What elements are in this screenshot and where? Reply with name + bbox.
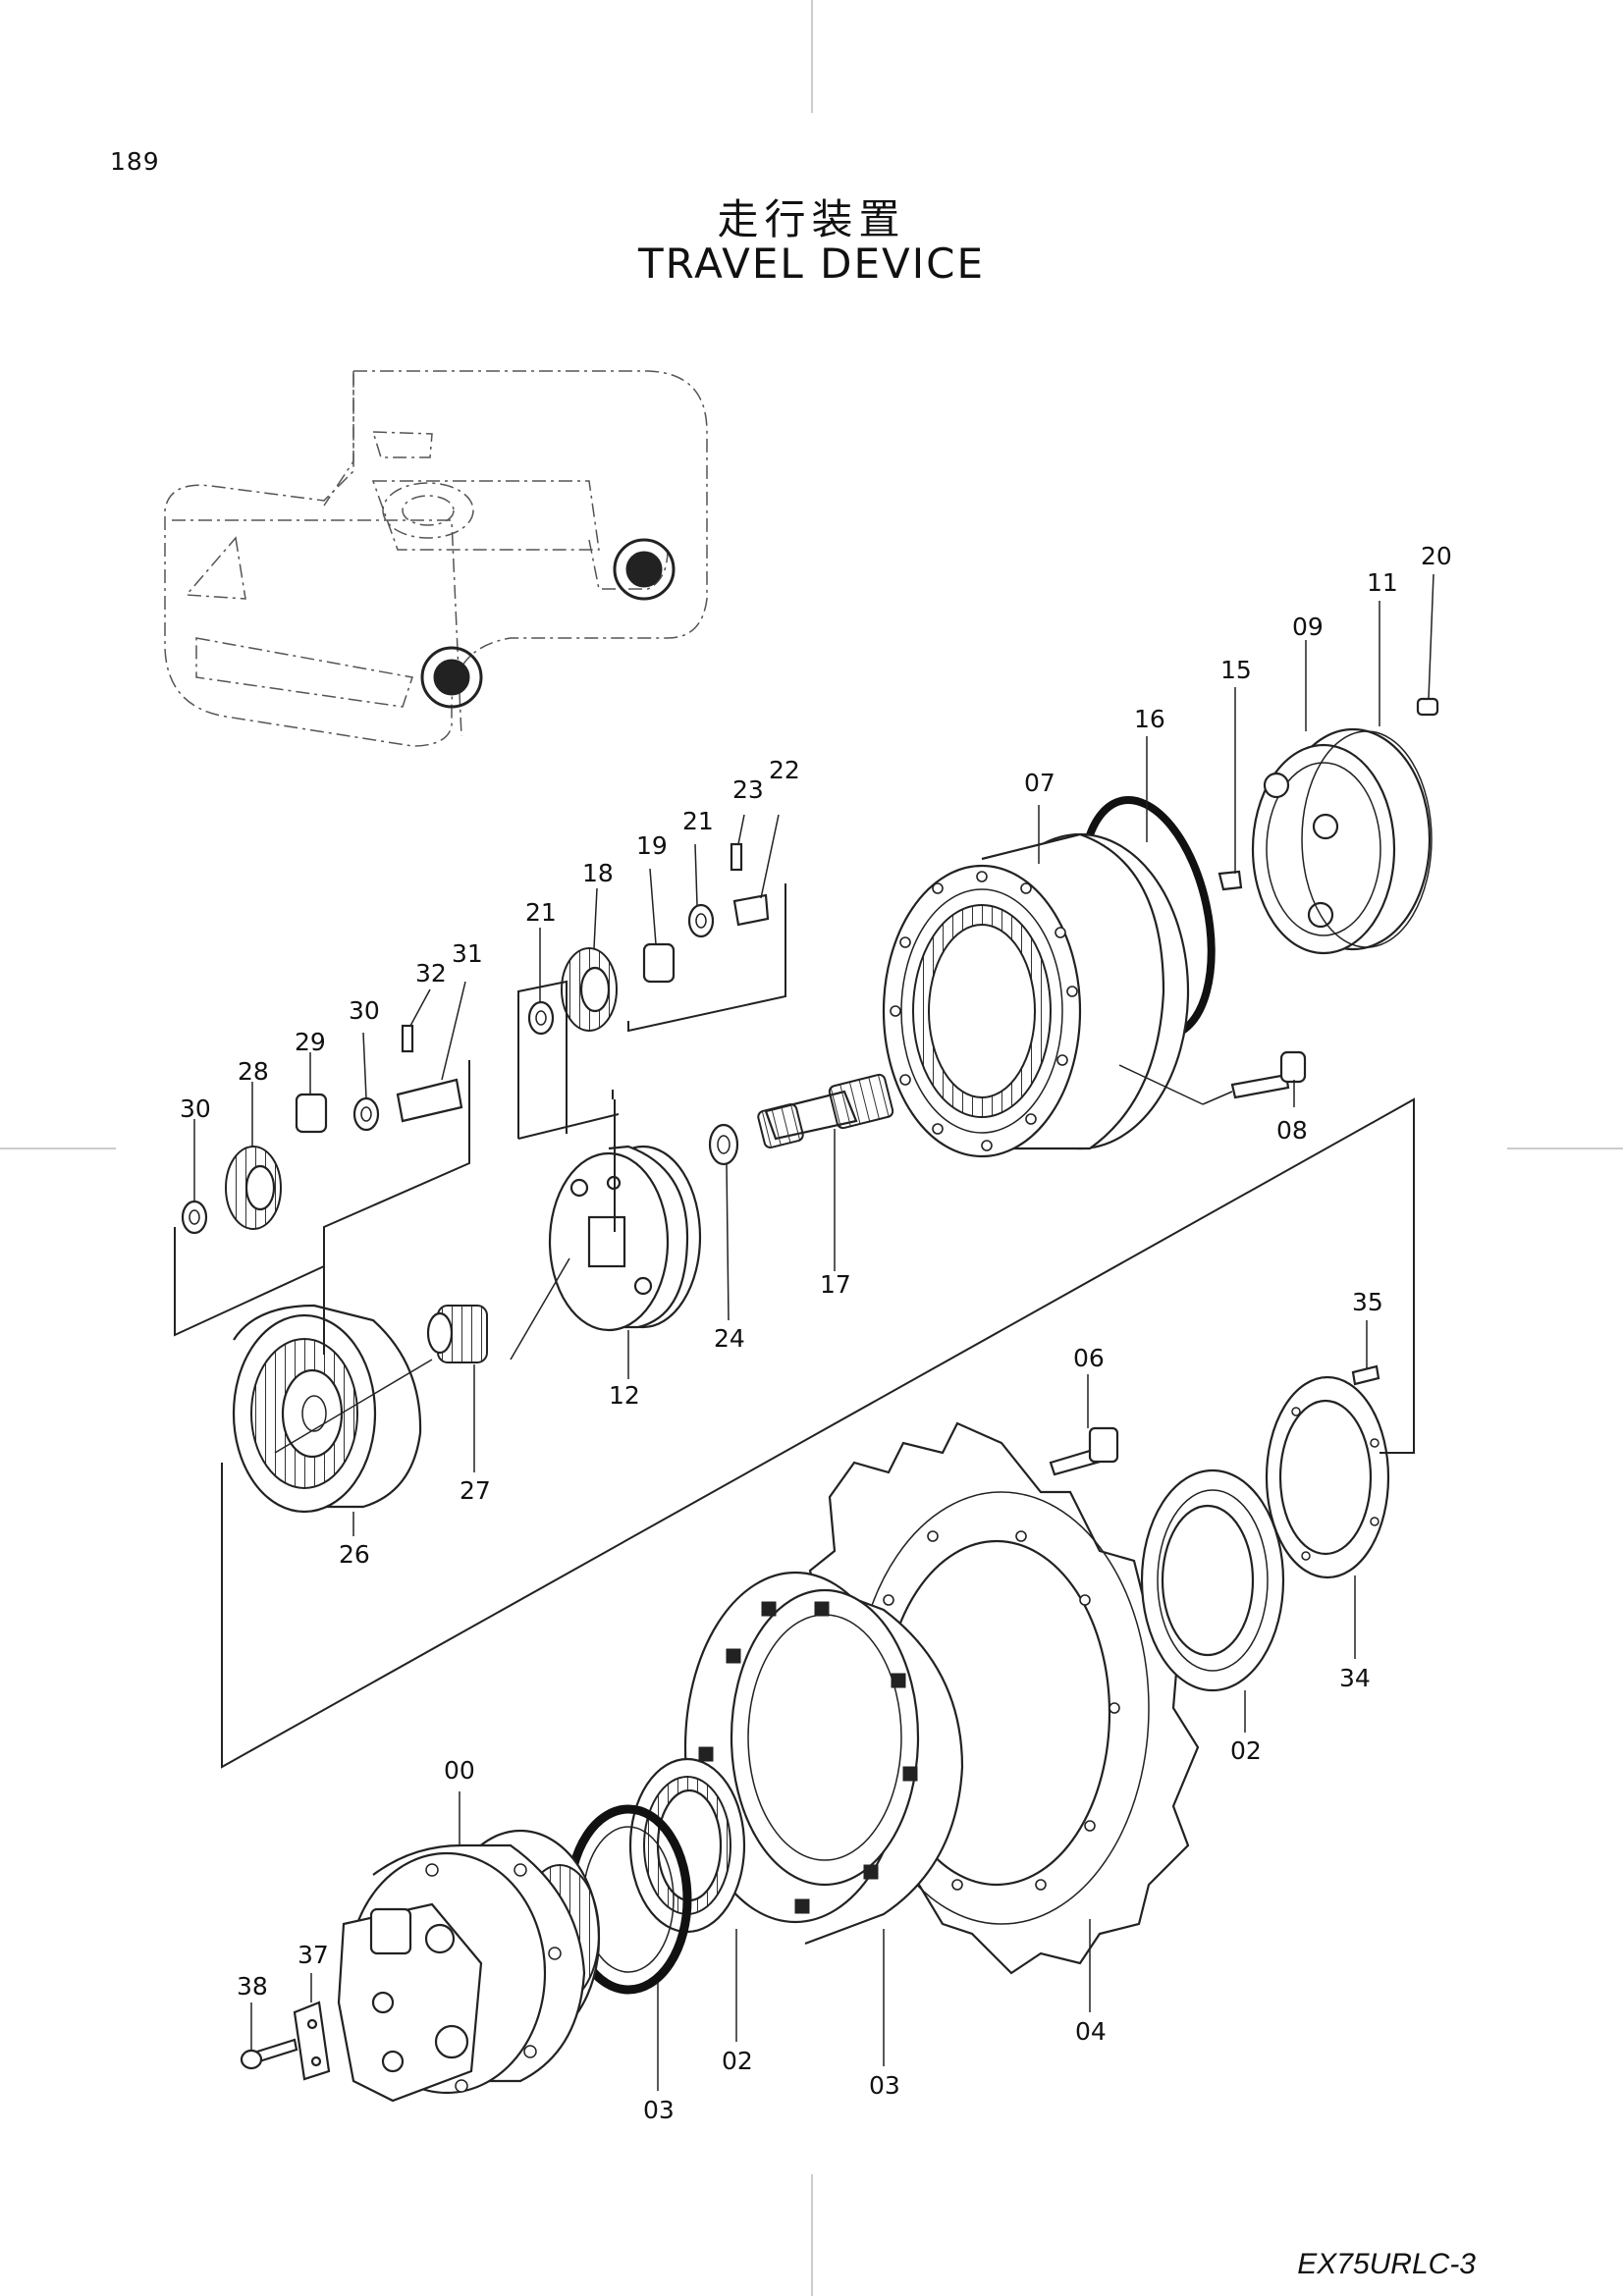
part-37-gasket [293,2001,331,2081]
callout-00: 00 [444,1756,475,1785]
part-26-carrier [232,1304,422,1514]
part-08-ring-gear [882,832,1307,1158]
part-18-shaft [708,1073,894,1166]
leader-lines [174,883,1415,1769]
callout-02-lower: 02 [722,2047,753,2075]
page-title-english: TRAVEL DEVICE [637,240,986,288]
callout-16: 16 [1134,705,1165,733]
callout-31: 31 [452,939,483,968]
callout-labels: 20 11 09 15 16 07 08 22 23 21 19 18 21 3… [180,542,1452,2124]
callout-22: 22 [769,756,800,784]
callout-38: 38 [237,1972,268,2001]
part-02-oil-seal-upper [1140,1468,1285,1692]
callout-18: 17 [820,1270,851,1299]
page-title-japanese: 走行装置 [717,195,906,243]
callout-30a: 30 [349,996,380,1025]
callout-35: 35 [1352,1288,1383,1316]
callout-21b: 21 [525,898,557,927]
callout-08: 07 [1024,769,1055,797]
callout-03: 03 [643,2096,675,2124]
callout-20: 19 [636,831,668,860]
callout-30b: 30 [180,1095,211,1123]
part-06-bolt [1049,1426,1119,1476]
callout-32: 32 [415,959,447,988]
callout-14: 20 [1421,542,1452,570]
callout-15: 15 [1220,656,1252,684]
callout-leaders [193,573,1434,2091]
callout-17: 12 [609,1381,640,1410]
part-04-hub [683,1571,964,1946]
callout-06: 06 [1073,1344,1105,1372]
callout-12: 11 [1367,568,1398,597]
callout-27: 27 [460,1476,491,1505]
callout-11: 09 [1292,613,1324,641]
planet-gear-set-upper [527,842,770,1036]
part-00-travel-motor [337,1829,601,2103]
part-34-plate [1265,1364,1390,1579]
callout-24: 24 [714,1324,745,1353]
callout-19: 18 [582,859,614,887]
part-02-bearing-lower [628,1757,746,1934]
callout-02-upper: 02 [1230,1736,1262,1765]
part-27-sun-gear [426,1305,488,1363]
page-number: 189 [110,147,160,176]
callout-37: 37 [298,1941,329,1969]
callout-23: 23 [732,775,764,804]
callout-26: 26 [339,1540,370,1569]
callout-34: 34 [1339,1664,1371,1692]
callout-07: 04 [1075,2017,1107,2046]
part-17-carrier [548,1145,702,1332]
part-38-bolt [240,2038,298,2070]
callout-28: 28 [238,1057,269,1086]
callout-29: 29 [295,1028,326,1056]
part-11-cover [1078,697,1439,1041]
undercarriage-overview [164,370,708,747]
model-code: EX75URLC-3 [1297,2248,1476,2280]
callout-04: 03 [869,2071,900,2100]
callout-09: 08 [1276,1116,1308,1145]
planet-gear-set-lower [181,1024,463,1235]
callout-21a: 21 [682,807,714,835]
